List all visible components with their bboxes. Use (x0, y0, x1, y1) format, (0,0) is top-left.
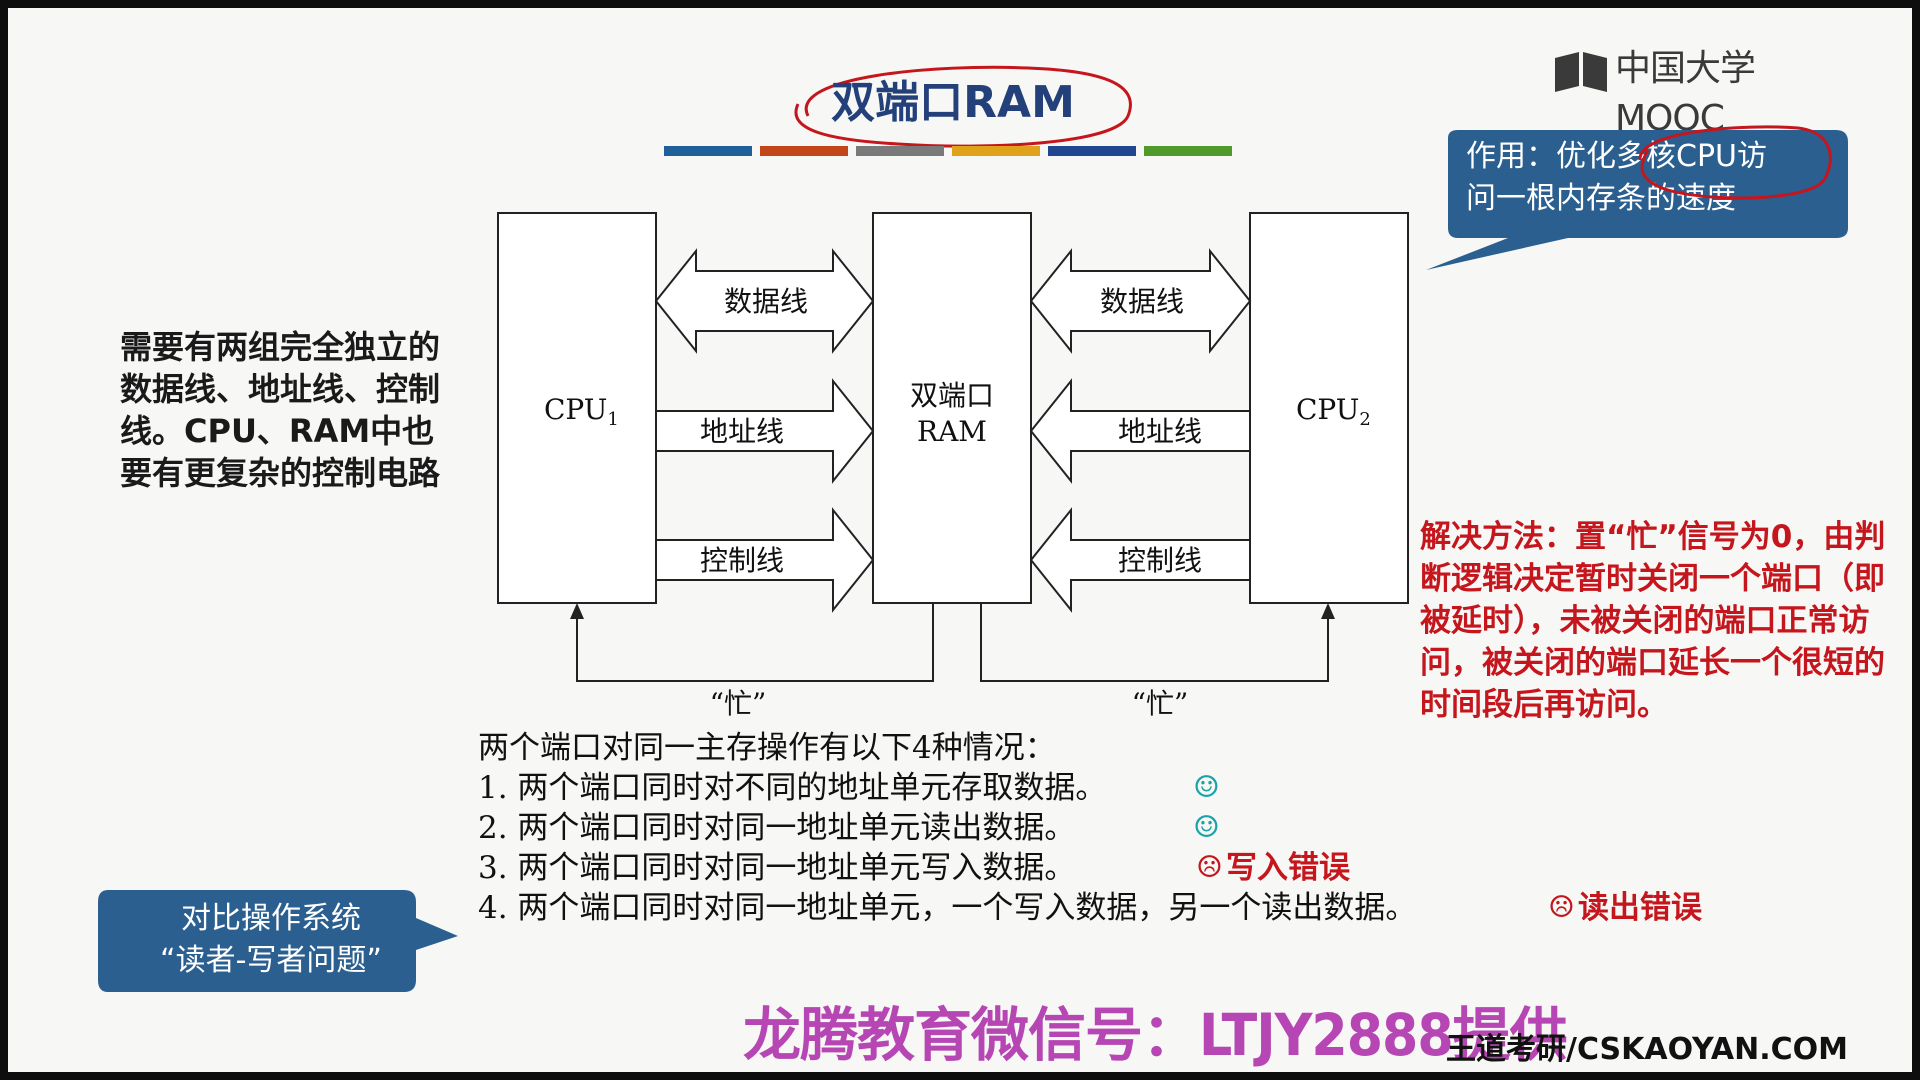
title-color-bar (1048, 146, 1136, 156)
case-text: 2. 两个端口同时对同一地址单元读出数据。 (478, 810, 1076, 846)
case-item: 3. 两个端口同时对同一地址单元写入数据。 ☹ 写入错误 (478, 848, 1808, 888)
write-error-tag: 写入错误 (1226, 850, 1350, 886)
compare-line-1: 对比操作系统 (181, 901, 361, 936)
cases-list: 两个端口对同一主存操作有以下4种情况： 1. 两个端口同时对不同的地址单元存取数… (478, 728, 1808, 928)
logo-text: 中国大学MOOC (1615, 48, 1756, 139)
purpose-bubble-text: 作用：优化多核CPU访 问一根内存条的速度 (1466, 136, 1831, 220)
case-text: 4. 两个端口同时对同一地址单元，一个写入数据，另一个读出数据。 (478, 890, 1417, 926)
case-item: 2. 两个端口同时对同一地址单元读出数据。 ☺ (478, 808, 1808, 848)
smile-icon: ☺ (1193, 770, 1220, 805)
page-title: 双端口RAM (831, 77, 1075, 128)
smile-icon: ☺ (1193, 810, 1220, 845)
case-text: 1. 两个端口同时对不同的地址单元存取数据。 (478, 770, 1107, 806)
cpu2-label: CPU2 (1296, 393, 1371, 430)
cpu1-box (497, 212, 657, 604)
purpose-line-2: 问一根内存条的速度 (1466, 181, 1736, 216)
title-area: 双端口RAM (768, 56, 1138, 150)
footer-site: 王道考研/CSKAOYAN.COM (1446, 1032, 1848, 1067)
left-control-bus-label: 控制线 (700, 544, 784, 577)
cpu-circle-annotation (1638, 125, 1832, 200)
busy-line-left (576, 603, 934, 682)
right-control-bus-label: 控制线 (1118, 544, 1202, 577)
cpu2-box (1249, 212, 1409, 604)
mooc-logo: 中国大学MOOC (1553, 44, 1863, 139)
solution-text: 解决方法：置“忙”信号为0，由判断逻辑决定暂时关闭一个端口（即被延时），未被关闭… (1420, 519, 1886, 723)
compare-bubble-text: 对比操作系统 “读者-写者问题” (116, 898, 426, 982)
right-address-bus-arrow (1029, 378, 1251, 484)
right-data-bus-label: 数据线 (1100, 285, 1184, 318)
compare-bubble (98, 890, 458, 992)
title-color-bar (856, 146, 944, 156)
watermark-text: 龙腾教育微信号：LTJY2888提供 (743, 1001, 1568, 1069)
purpose-line-1: 作用：优化多核CPU访 (1466, 139, 1767, 174)
title-color-bar (1144, 146, 1232, 156)
left-note: 需要有两组完全独立的数据线、地址线、控制线。CPU、RAM中也要有更复杂的控制电… (120, 328, 441, 492)
compare-line-2: “读者-写者问题” (160, 943, 382, 978)
case-item: 1. 两个端口同时对不同的地址单元存取数据。 ☺ (478, 768, 1808, 808)
busy-line-right (980, 603, 1329, 682)
ram-label-line2: RAM (917, 415, 987, 448)
case-text: 3. 两个端口同时对同一地址单元写入数据。 (478, 850, 1076, 886)
cases-intro: 两个端口对同一主存操作有以下4种情况： (478, 730, 1056, 766)
busy-label-left: “忙” (710, 687, 767, 720)
title-color-bar (664, 146, 752, 156)
title-color-bar (952, 146, 1040, 156)
frown-icon: ☹ (1548, 890, 1575, 925)
frown-icon: ☹ (1196, 850, 1223, 885)
case-item: 4. 两个端口同时对同一地址单元，一个写入数据，另一个读出数据。 ☹ 读出错误 (478, 888, 1808, 928)
slide: 双端口RAM 中国大学MOOC 作用：优化多核CPU访 问一根内存条的速度 (8, 8, 1912, 1072)
right-data-bus-arrow (1029, 248, 1252, 354)
right-control-bus-arrow (1029, 507, 1251, 613)
right-address-bus-label: 地址线 (1118, 415, 1202, 448)
book-icon (1555, 52, 1607, 92)
ram-label-line1: 双端口 (910, 379, 994, 412)
title-color-bar (760, 146, 848, 156)
left-control-bus-arrow (655, 507, 875, 613)
left-address-bus-arrow (655, 378, 875, 484)
cpu1-label: CPU1 (544, 393, 619, 430)
purpose-bubble (1426, 130, 1848, 270)
read-error-tag: 读出错误 (1578, 890, 1702, 926)
left-data-bus-arrow (654, 248, 875, 354)
busy-label-right: “忙” (1132, 687, 1189, 720)
left-data-bus-label: 数据线 (724, 285, 808, 318)
dual-port-ram-diagram: CPU1 CPU2 双端口 RAM 数据线 数据线 地址线 地址线 控制线 控制… (497, 212, 1409, 720)
ram-box (872, 212, 1032, 604)
left-address-bus-label: 地址线 (700, 415, 784, 448)
title-circle-annotation (794, 65, 1132, 148)
